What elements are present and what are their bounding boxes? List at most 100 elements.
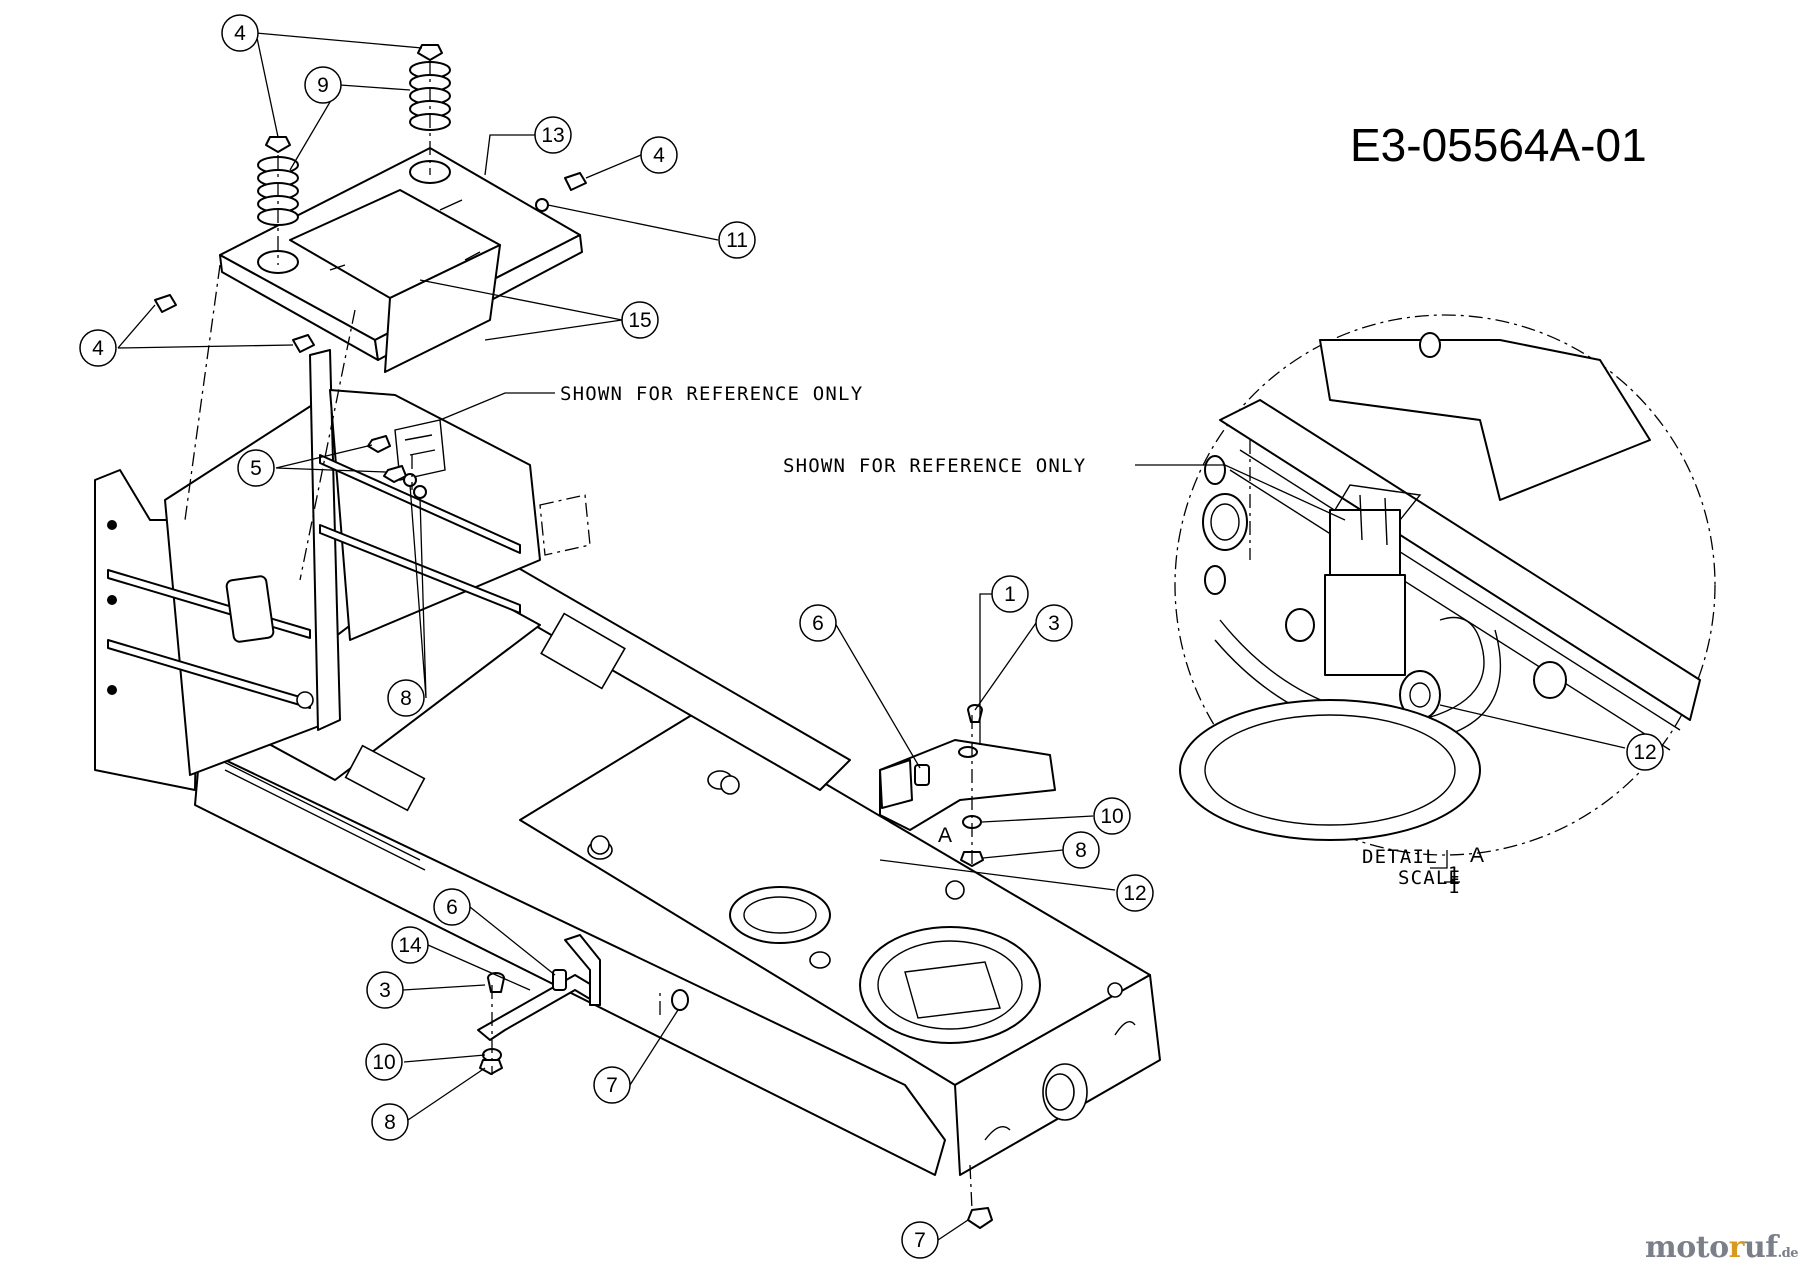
callout-b1: 1 [991,575,1029,613]
panel-cutout [225,575,275,643]
washer-8-upper [413,485,427,499]
callout-circle [901,1221,939,1259]
callout-number: 11 [726,229,748,252]
callout-circle [237,449,275,487]
callout-circle [1093,797,1131,835]
pulley-plate-inner [743,896,817,934]
plate-slot [329,199,481,271]
panel-slot [107,639,311,709]
bracket-right [879,739,1056,831]
callout-number: 8 [384,1111,396,1134]
panel-slot [319,524,521,614]
detail-hole [1204,565,1226,595]
scale-num: 1 [1448,863,1461,885]
callout-number: 7 [914,1229,926,1252]
callout-b12-main: 12 [1116,874,1154,912]
detail-hex [1533,661,1567,699]
callout-b14: 14 [391,926,429,964]
frame-bolt [1107,982,1123,998]
callout-number: 14 [398,934,422,957]
callout-b9: 9 [304,66,342,104]
rail-slot [344,744,426,812]
detail-pulley-inner [1204,714,1456,826]
frame-assembly [194,539,1161,1176]
callout-number: 3 [1048,612,1060,635]
washer-8-upper [403,473,417,487]
callout-circle [534,116,572,154]
callout-number: 4 [234,22,246,45]
rail-slot [540,612,626,690]
wall-slot [984,1126,1011,1141]
centerline [969,1164,973,1211]
opening-bracket [904,961,1001,1019]
reference-note-detail: SHOWN FOR REFERENCE ONLY [783,455,1086,477]
callout-circle [366,971,404,1009]
nut-7-bottom [967,1207,993,1229]
scale-label: SCALE [1398,867,1461,889]
callout-number: 5 [250,457,262,480]
dash-panel [94,349,591,791]
detail-switch-top [1334,484,1422,546]
callout-b7-bottom: 7 [901,1221,939,1259]
detail-a-view [1174,314,1716,856]
watermark-part: moto [1645,1230,1729,1265]
detail-switch-body [1324,574,1406,676]
callout-number: 15 [628,309,651,332]
callout-number: 6 [812,612,824,635]
callout-circle [1626,733,1664,771]
callout-b6-right: 6 [799,604,837,642]
callout-b3-right: 3 [1035,604,1073,642]
watermark-part: r [1728,1230,1745,1265]
callout-number: 3 [379,979,391,1002]
panel-bolt [107,595,117,605]
callout-b15: 15 [621,301,659,339]
callout-b5: 5 [237,449,275,487]
watermark-logo: motoruf.de [1645,1230,1799,1265]
callout-b8-right: 8 [1062,831,1100,869]
detail-wire [1219,616,1485,721]
detail-circle [1174,314,1716,856]
panel-grommet [296,691,314,709]
bracket-left-pin [552,969,567,991]
deck-opening-inner [877,940,1023,1030]
callout-number: 12 [1633,741,1656,764]
bracket-left [477,974,601,1041]
callout-b4-top: 4 [221,14,259,52]
callout-b4-right: 4 [640,136,678,174]
detail-grommet [1202,493,1248,551]
screw-3-left [487,972,505,993]
brackets [477,739,1056,1041]
callout-circle [433,888,471,926]
nut-7-mid [671,989,689,1011]
panel-center-post [309,349,341,731]
detail-hole [1204,455,1226,485]
detail-pulley [1179,699,1481,841]
nut-5 [367,435,391,453]
detail-letter: A [1470,844,1484,867]
callout-number: 4 [653,144,665,167]
detail-frame-rail [1219,399,1701,721]
nut-8-left [479,1059,503,1075]
panel-bolt [107,685,117,695]
detail-view-letter: A [938,824,952,847]
detail-seat-edge [1329,399,1501,501]
bracket-right-hole [958,746,978,758]
callout-b11: 11 [718,221,756,259]
callout-number: 9 [317,74,329,97]
callout-b7-mid: 7 [593,1066,631,1104]
frame-hole [1045,1073,1075,1111]
callout-circle [1116,874,1154,912]
bracket-left-arm [564,934,601,1006]
callout-number: 8 [400,687,412,710]
callout-circle [387,679,425,717]
callout-number: 12 [1123,882,1146,905]
watermark-part: .de [1777,1246,1799,1261]
callout-circle [718,221,756,259]
reference-switch [394,419,446,481]
deck-opening [859,926,1041,1044]
callout-number: 10 [372,1051,395,1074]
panel-bolt [107,520,117,530]
callout-b10-left: 10 [365,1043,403,1081]
callout-b13: 13 [534,116,572,154]
detail-washer-inner [1409,682,1431,708]
